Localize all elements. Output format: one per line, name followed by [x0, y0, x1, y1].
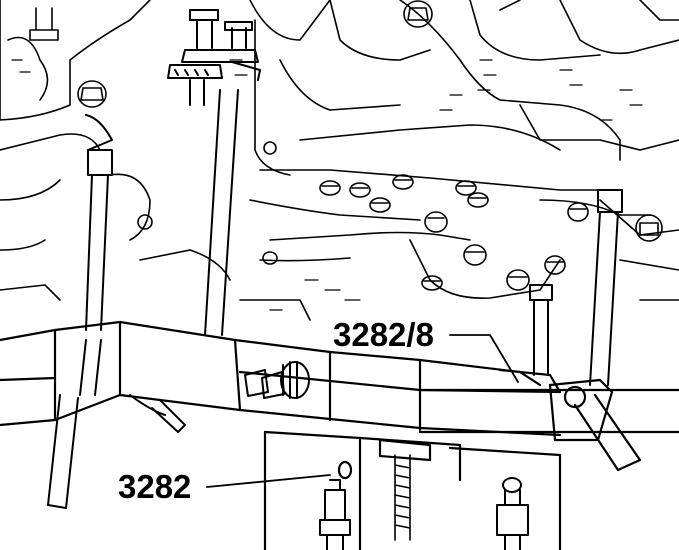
- hatching: [11, 59, 643, 311]
- nut-top-left: [29, 7, 59, 41]
- leader-lines: [206, 334, 519, 488]
- right-rod: [589, 189, 623, 386]
- bolt-head: [421, 275, 443, 291]
- support-plate-3282: [263, 430, 562, 550]
- bolt-head: [369, 197, 391, 213]
- beam-hook: [129, 394, 186, 433]
- bolt-head: [463, 244, 487, 266]
- bolt-head: [262, 251, 278, 265]
- leader-3282-8: [449, 334, 519, 383]
- callout-label-3282-8: 3282/8: [331, 316, 436, 353]
- bolt-head: [635, 214, 663, 242]
- guide-pin-left: [319, 479, 351, 550]
- bolt-head: [506, 269, 530, 291]
- upper-right-rod: [224, 21, 261, 81]
- right-crossbar: [418, 368, 679, 434]
- bolt-head: [424, 211, 448, 233]
- support-beam-3282-8: [0, 320, 562, 437]
- callout-label-3282: 3282: [116, 468, 194, 505]
- center-rod: [167, 9, 259, 336]
- gearbox-bolts: [77, 0, 663, 291]
- middle-right-rod: [529, 284, 553, 376]
- clamp-lever: [548, 378, 642, 472]
- bolt-head: [467, 192, 489, 208]
- bolt-head: [392, 174, 414, 190]
- left-rod: [47, 114, 113, 509]
- lower-spindle: [394, 454, 411, 541]
- bolt-head: [77, 80, 107, 108]
- adjusting-knob: [244, 361, 310, 399]
- bolt-head: [263, 141, 277, 155]
- leader-3282: [206, 474, 331, 488]
- bolt-head: [455, 180, 477, 196]
- guide-pin-right: [496, 477, 529, 550]
- bolt-head: [544, 255, 566, 275]
- engine-casting-outline: [0, 0, 679, 321]
- bolt-head: [349, 182, 371, 198]
- bolt-head: [319, 180, 341, 196]
- bolt-head: [403, 0, 433, 28]
- bolt-head: [137, 214, 153, 230]
- bolt-head: [567, 202, 589, 222]
